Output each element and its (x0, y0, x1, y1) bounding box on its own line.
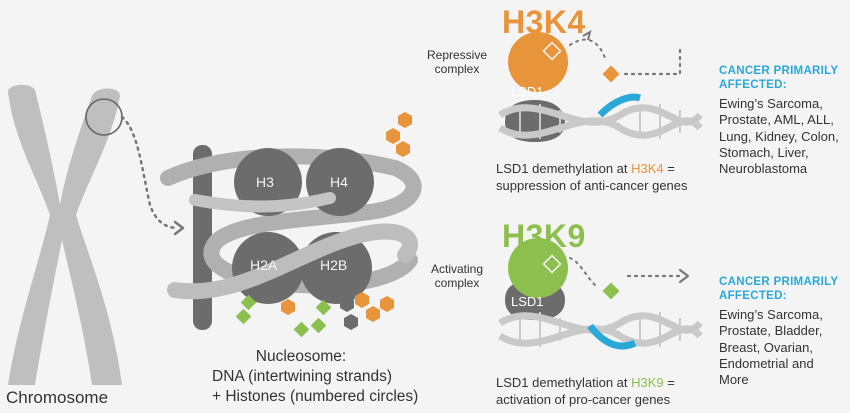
nucleosome-caption-line-1: Nucleosome: (255, 348, 347, 365)
h3k4-complex-icon (498, 29, 703, 142)
histone-h3-label: H3 (256, 174, 274, 190)
histone-h2a-label: H2A (250, 257, 278, 273)
complex-label-line-1: Activating (430, 262, 484, 276)
lsd1-label: LSD1 (511, 294, 544, 309)
complex-label-line-2: complex (434, 276, 480, 290)
caption-suffix: = (663, 161, 675, 176)
histone-h4-label: H4 (330, 174, 348, 190)
caption-prefix: LSD1 demethylation at (496, 161, 632, 176)
h3k9-caption-line-2: activation of pro-cancer genes (496, 392, 671, 407)
activating-complex-label: Activating complex (422, 262, 492, 290)
heading-line-2: AFFECTED: (719, 290, 787, 302)
caption-mark: H3K9 (631, 375, 664, 390)
chromosome-icon (8, 84, 122, 386)
h3k9-caption-line-1: LSD1 demethylation at H3K9 = (496, 374, 675, 391)
lsd1-label: LSD1 (511, 84, 544, 99)
heading-line-1: CANCER PRIMARILY (719, 276, 839, 288)
chromosome-label: Chromosome (6, 388, 109, 407)
cancer-heading-2: CANCER PRIMARILY AFFECTED: (719, 275, 838, 303)
cancer-heading-1: CANCER PRIMARILY AFFECTED: (719, 64, 838, 92)
nucleosome-icon (160, 112, 422, 338)
nucleosome-caption-line-3: + Histones (numbered circles) (212, 388, 419, 405)
h3k9-title: H3K9 (502, 218, 586, 254)
zoom-arrow (120, 115, 180, 230)
h3k9-caption: LSD1 demethylation at H3K9 = activation … (496, 374, 675, 408)
caption-suffix: = (663, 375, 675, 390)
caption-mark: H3K4 (631, 161, 664, 176)
h3k4-caption-line-2: suppression of anti-cancer genes (496, 178, 688, 193)
cancer-list-1: Ewing’s Sarcoma, Prostate, AML, ALL, Lun… (719, 96, 839, 177)
heading-line-1: CANCER PRIMARILY (719, 65, 839, 77)
complex-label-line-2: complex (434, 62, 480, 76)
h3k9-complex-icon (498, 238, 703, 350)
repressive-complex-label: Repressive complex (422, 48, 492, 76)
histone-h2b-label: H2B (320, 257, 348, 273)
cancer-list-2: Ewing’s Sarcoma, Prostate, Bladder, Brea… (719, 307, 823, 388)
h3k4-caption-line-1: LSD1 demethylation at H3K4 = (496, 160, 688, 177)
caption-prefix: LSD1 demethylation at (496, 375, 632, 390)
heading-line-2: AFFECTED: (719, 79, 787, 91)
nucleosome-caption-line-2: DNA (intertwining strands) (212, 368, 393, 385)
h3k4-caption: LSD1 demethylation at H3K4 = suppression… (496, 160, 688, 194)
complex-label-line-1: Repressive (426, 48, 488, 62)
h3k4-title: H3K4 (502, 4, 586, 40)
nucleosome-caption: Nucleosome: DNA (intertwining strands) +… (212, 347, 419, 407)
